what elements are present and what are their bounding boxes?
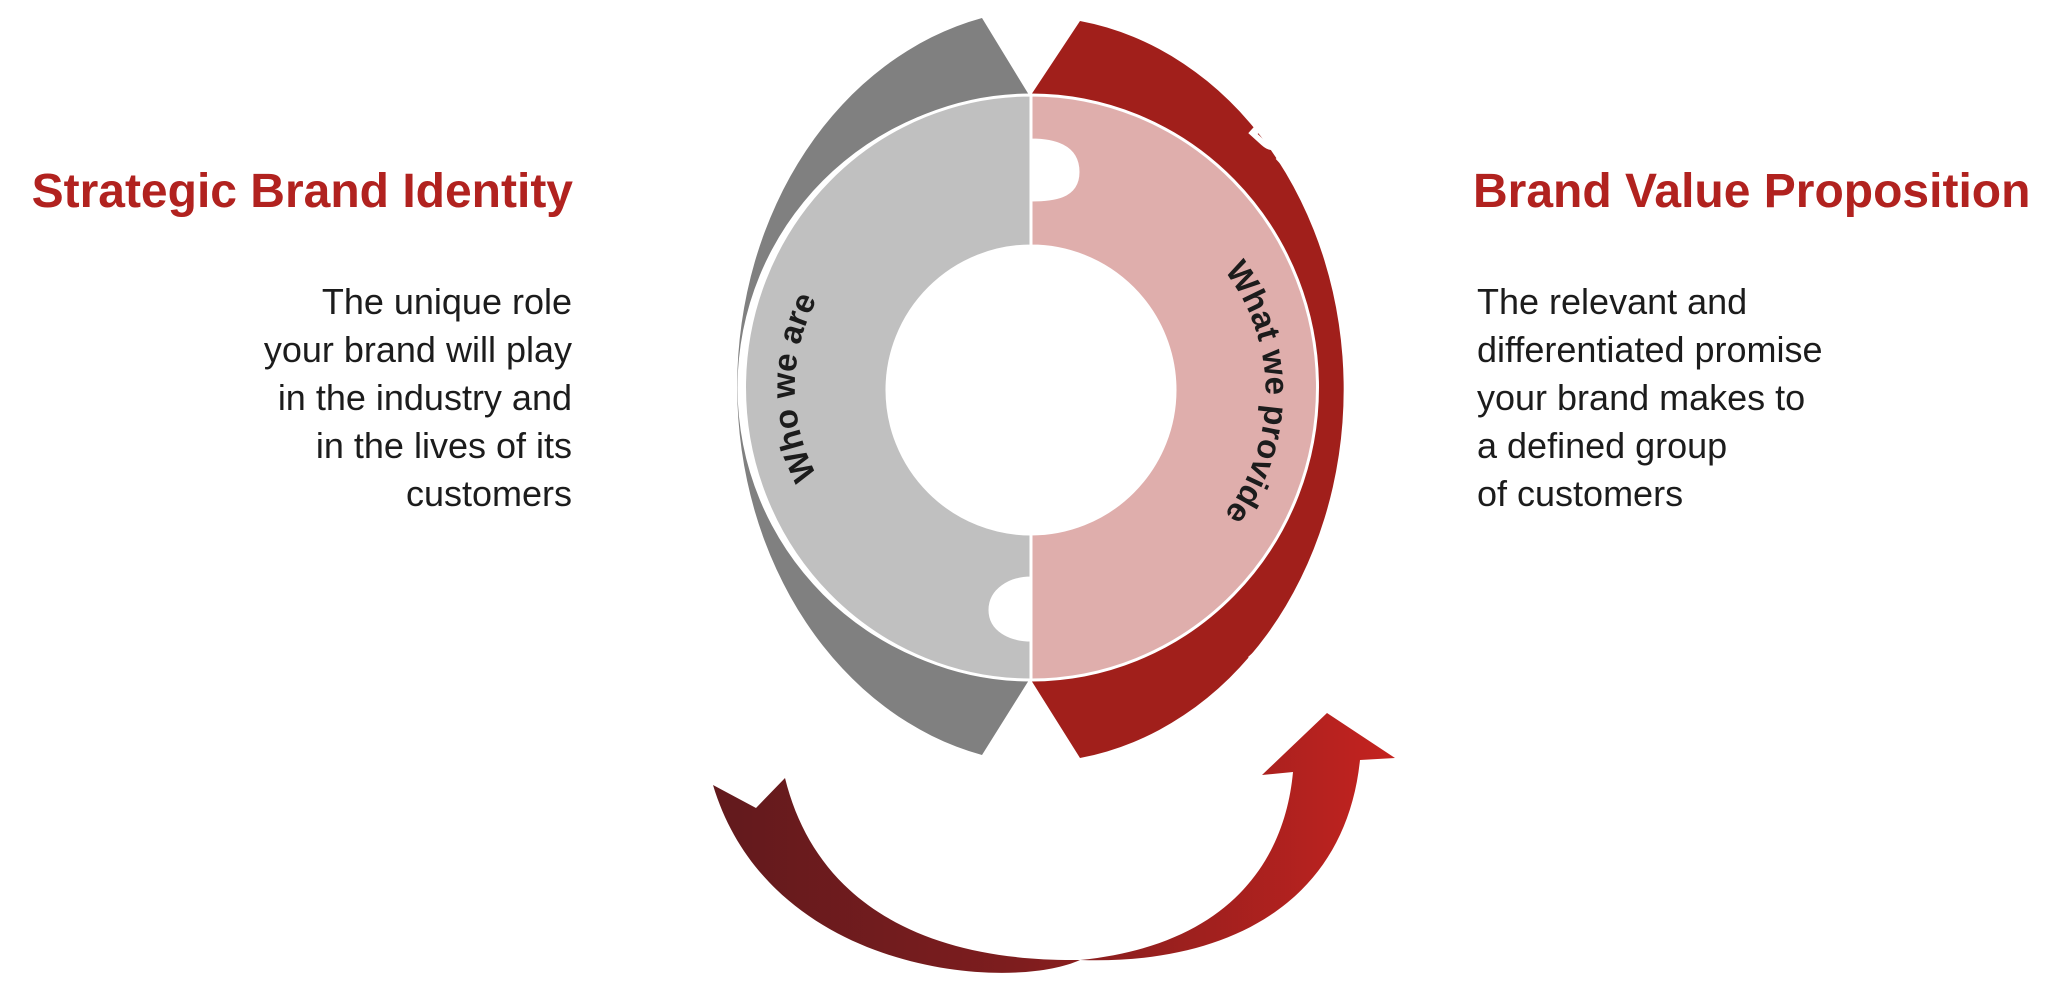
cycle-arrow — [713, 778, 1080, 973]
brand-identity-outer-arc — [737, 18, 1029, 755]
strategic-brand-identity-description: The unique role your brand will play in … — [264, 278, 572, 518]
who-we-are-segment — [743, 93, 1033, 682]
description-line: your brand will play — [263, 329, 572, 370]
description-line: in the industry and — [277, 377, 572, 418]
description-line: in the lives of its — [315, 425, 572, 466]
brand-identity-label: Brand Identity — [609, 202, 712, 579]
brand-value-proposition-description: The relevant and differentiated promise … — [1477, 278, 1823, 518]
strategic-brand-identity-heading: Strategic Brand Identity — [31, 165, 573, 218]
description-line: The relevant and — [1477, 281, 1748, 322]
description-line: of customers — [1477, 473, 1684, 514]
description-line: customers — [405, 473, 572, 514]
what-we-provide-segment — [1029, 93, 1319, 682]
description-line: your brand makes to — [1477, 377, 1806, 418]
description-line: a defined group — [1477, 425, 1728, 466]
cycle-arrow-head — [1080, 713, 1395, 961]
description-line: The unique role — [321, 281, 572, 322]
center-hole — [890, 247, 1172, 533]
brand-value-outer-arc — [1031, 21, 1344, 758]
brand-value-proposition-heading: Brand Value Proposition — [1473, 165, 2031, 218]
brand-identity-label-text: Brand Identity — [609, 202, 712, 579]
description-line: differentiated promise — [1477, 329, 1823, 370]
